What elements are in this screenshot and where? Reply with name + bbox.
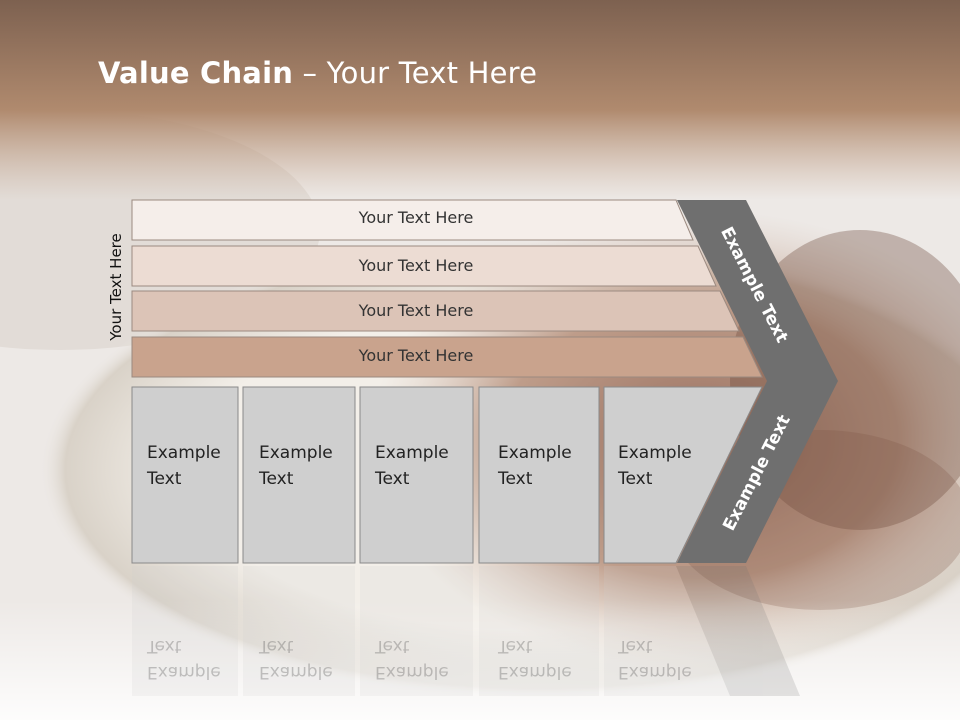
primary-box-5 bbox=[603, 386, 763, 564]
support-row-3-label: Your Text Here bbox=[358, 301, 474, 320]
support-row-2-label: Your Text Here bbox=[358, 256, 474, 275]
support-row-3 bbox=[131, 290, 740, 332]
primary-box-3 bbox=[359, 386, 474, 564]
support-row-1 bbox=[131, 199, 694, 241]
support-row-1-label: Your Text Here bbox=[358, 208, 474, 227]
boxes-reflection bbox=[132, 566, 800, 696]
chevron-arrow bbox=[677, 200, 838, 563]
support-row-4 bbox=[131, 336, 763, 378]
support-row-4-label: Your Text Here bbox=[358, 346, 474, 365]
primary-box-2 bbox=[242, 386, 356, 564]
primary-box-4 bbox=[478, 386, 600, 564]
support-row-2 bbox=[131, 245, 717, 287]
title-rest: – Your Text Here bbox=[293, 56, 538, 90]
slide-title: Value Chain – Your Text Here bbox=[98, 56, 537, 90]
title-bold: Value Chain bbox=[98, 56, 294, 90]
primary-box-1 bbox=[131, 386, 239, 564]
